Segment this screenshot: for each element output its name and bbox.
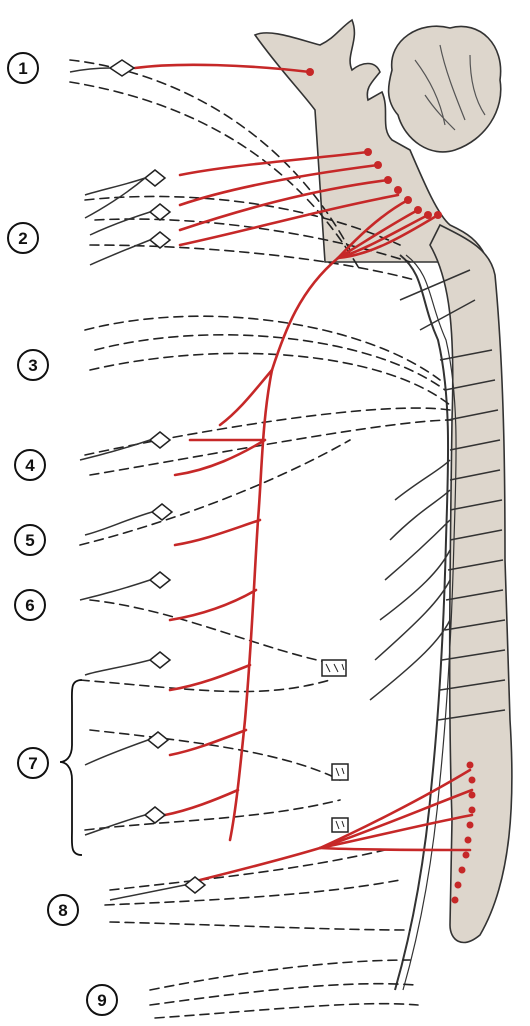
label-1: 1 bbox=[8, 53, 38, 83]
label-3: 3 bbox=[18, 350, 48, 380]
ganglion-inferior-mesenteric bbox=[332, 818, 348, 832]
cerebellum bbox=[389, 26, 501, 152]
vagus-branch-6 bbox=[170, 590, 256, 620]
ganglion-2b bbox=[150, 204, 170, 220]
oculomotor-nucleus bbox=[306, 68, 314, 76]
prevertebral-ganglia bbox=[322, 660, 348, 832]
label-1-text: 1 bbox=[18, 59, 27, 78]
label-8-text: 8 bbox=[58, 901, 67, 920]
label-4-text: 4 bbox=[25, 456, 35, 475]
ganglion-6 bbox=[150, 572, 170, 588]
label-9-text: 9 bbox=[97, 991, 106, 1010]
label-5: 5 bbox=[15, 525, 45, 555]
ganglion-superior-mesenteric bbox=[332, 764, 348, 780]
pelvic-fibre-1 bbox=[320, 770, 470, 848]
label-7-text: 7 bbox=[28, 754, 37, 773]
ganglion-7b bbox=[148, 732, 168, 748]
label-6-text: 6 bbox=[25, 596, 34, 615]
label-9: 9 bbox=[87, 985, 117, 1015]
label-3-text: 3 bbox=[28, 356, 37, 375]
ganglion-ciliary bbox=[110, 60, 134, 76]
pelvic-fibre-4 bbox=[320, 848, 470, 850]
vagus-branch-7c bbox=[165, 790, 238, 815]
label-4: 4 bbox=[15, 450, 45, 480]
pelvic-nerve bbox=[200, 848, 320, 880]
ganglion-4 bbox=[150, 432, 170, 448]
ganglion-2a bbox=[145, 170, 165, 186]
sympathetic-trunk bbox=[395, 255, 448, 990]
vagus-branch-4 bbox=[175, 440, 265, 475]
vagus-branch-7b bbox=[170, 730, 246, 755]
postganglionic-fibres bbox=[70, 68, 185, 900]
ganglion-7a bbox=[150, 652, 170, 668]
ganglion-celiac bbox=[322, 660, 346, 676]
label-5-text: 5 bbox=[25, 531, 34, 550]
vagus-branch-5 bbox=[175, 520, 260, 545]
label-8: 8 bbox=[48, 895, 78, 925]
label-2: 2 bbox=[8, 223, 38, 253]
label-7: 7 bbox=[18, 748, 48, 778]
label-2-text: 2 bbox=[18, 229, 27, 248]
label-6: 6 bbox=[15, 590, 45, 620]
bracket-7 bbox=[60, 680, 82, 855]
ganglion-7c bbox=[145, 807, 165, 823]
ganglion-5 bbox=[152, 504, 172, 520]
vagus-nerve-trunk bbox=[230, 258, 338, 840]
vagus-branch-7a bbox=[170, 665, 250, 690]
